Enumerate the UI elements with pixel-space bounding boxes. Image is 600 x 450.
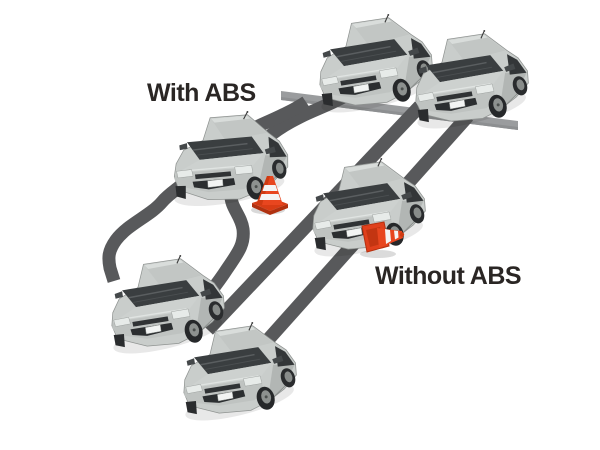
traffic-cone-knocked-over xyxy=(360,221,405,258)
without-abs-label: Without ABS xyxy=(375,262,522,290)
car-with-abs-after-avoiding xyxy=(109,254,227,362)
with-abs-label: With ABS xyxy=(147,79,256,107)
car-without-abs-at-start-line xyxy=(413,29,531,137)
traffic-cone-upright xyxy=(251,176,288,215)
